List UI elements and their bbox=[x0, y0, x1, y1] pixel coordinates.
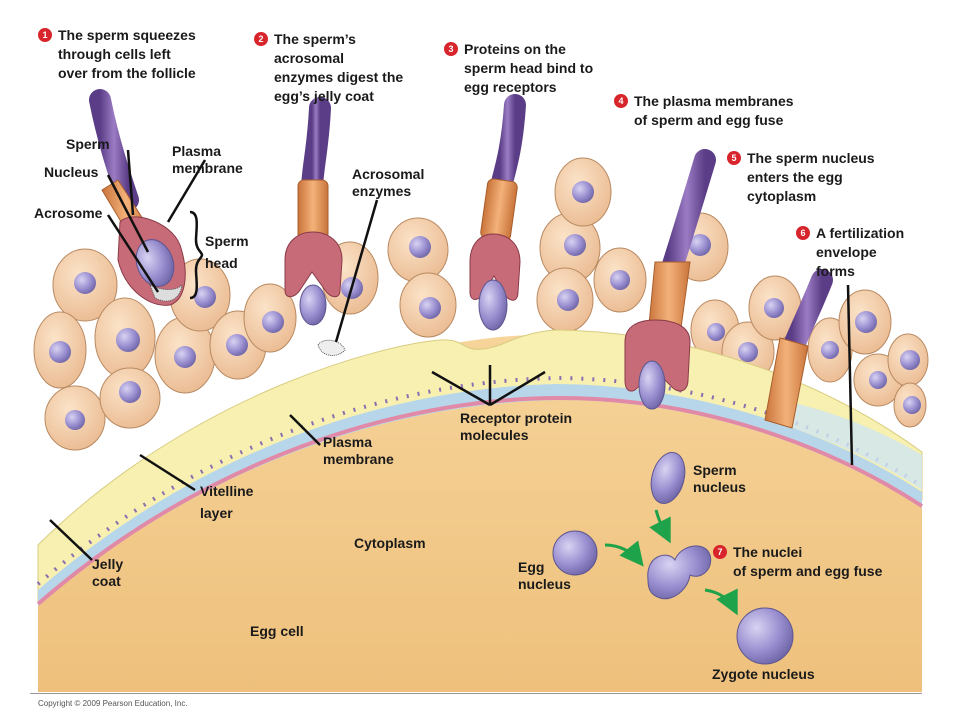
step-badge: 4 bbox=[614, 94, 628, 108]
step-text: The sperm’s acrosomal enzymes digest the… bbox=[274, 31, 404, 104]
follicle-cell bbox=[893, 382, 927, 428]
sperm-1 bbox=[89, 89, 186, 306]
step-badge: 3 bbox=[444, 42, 458, 56]
sperm-5 bbox=[764, 269, 833, 429]
step-badge: 2 bbox=[254, 32, 268, 46]
label-sperm-head: Sperm head bbox=[205, 233, 249, 271]
fusing-nuclei-shape bbox=[647, 545, 712, 600]
sperm-2 bbox=[284, 97, 346, 356]
sperm-nucleus-shape bbox=[650, 452, 686, 504]
sperm-3 bbox=[469, 94, 526, 331]
label-cytoplasm: Cytoplasm bbox=[354, 535, 426, 551]
step-text: A fertilization envelope forms bbox=[816, 225, 905, 279]
step-4: 4 The plasma membranes of sperm and egg f… bbox=[614, 92, 794, 130]
follicle-cell bbox=[536, 267, 594, 333]
leader-lines bbox=[49, 149, 854, 561]
label-sperm-nucleus: Sperm nucleus bbox=[693, 462, 746, 495]
label-sperm: Sperm bbox=[66, 136, 110, 152]
follicle-cell bbox=[33, 311, 87, 389]
follicle-cell bbox=[387, 217, 449, 283]
step-badge: 5 bbox=[727, 151, 741, 165]
plasma-membrane-egg bbox=[36, 395, 924, 606]
step-1: 1 The sperm squeezes through cells left o… bbox=[38, 26, 196, 83]
copyright-notice: Copyright © 2009 Pearson Education, Inc. bbox=[38, 699, 188, 708]
step-text: The plasma membranes of sperm and egg fu… bbox=[634, 93, 794, 128]
step-3: 3 Proteins on the sperm head bind to egg … bbox=[444, 40, 593, 97]
egg-nucleus-shape bbox=[552, 530, 598, 576]
label-plasma-membrane-egg: Plasma membrane bbox=[323, 434, 394, 467]
follicle-cell bbox=[887, 333, 929, 387]
step-badge: 1 bbox=[38, 28, 52, 42]
label-egg-cell: Egg cell bbox=[250, 623, 304, 639]
label-nucleus: Nucleus bbox=[44, 164, 99, 180]
follicle-cell bbox=[94, 297, 156, 379]
step-7: 7 The nuclei of sperm and egg fuse bbox=[713, 543, 882, 581]
follicle-cell bbox=[399, 272, 457, 338]
follicle-cell bbox=[593, 247, 647, 313]
follicle-cell bbox=[243, 283, 297, 353]
step-text: Proteins on the sperm head bind to egg r… bbox=[464, 41, 594, 95]
follicle-cell bbox=[838, 289, 892, 355]
follicle-cell bbox=[99, 367, 161, 429]
step-6: 6 A fertilization envelope forms bbox=[796, 224, 904, 281]
label-acrosomal-enzymes: Acrosomal enzymes bbox=[352, 166, 425, 199]
step-text: The nuclei of sperm and egg fuse bbox=[733, 544, 883, 579]
label-receptor-protein-molecules: Receptor protein molecules bbox=[460, 410, 573, 443]
nuclei bbox=[552, 452, 794, 665]
arrow-2 bbox=[604, 540, 644, 567]
label-jelly-coat: Jelly coat bbox=[92, 556, 124, 589]
step-text: The sperm squeezes through cells left ov… bbox=[58, 27, 196, 81]
follicle-cell bbox=[554, 157, 612, 227]
sperm-4 bbox=[624, 149, 716, 410]
label-egg-nucleus: Egg nucleus bbox=[518, 559, 571, 592]
fertilization-envelope bbox=[770, 400, 922, 490]
step-5: 5 The sperm nucleus enters the egg cytopl… bbox=[727, 149, 875, 206]
step-2: 2 The sperm’s acrosomal enzymes digest th… bbox=[254, 30, 403, 106]
arrow-1 bbox=[649, 509, 671, 544]
step-badge: 7 bbox=[713, 545, 727, 559]
label-zygote-nucleus: Zygote nucleus bbox=[712, 666, 815, 682]
follicle-cell bbox=[154, 316, 216, 394]
follicle-cell bbox=[748, 275, 802, 341]
label-acrosome: Acrosome bbox=[34, 205, 103, 221]
arrow-3 bbox=[704, 588, 738, 616]
step-text: The sperm nucleus enters the egg cytopla… bbox=[747, 150, 875, 204]
step-badge: 6 bbox=[796, 226, 810, 240]
label-plasma-membrane-sperm: Plasma membrane bbox=[172, 143, 243, 176]
zygote-nucleus-shape bbox=[736, 607, 794, 665]
follicle-cell bbox=[44, 385, 106, 451]
label-vitelline-layer: Vitelline layer bbox=[200, 483, 254, 521]
follicle-cell bbox=[52, 248, 118, 322]
